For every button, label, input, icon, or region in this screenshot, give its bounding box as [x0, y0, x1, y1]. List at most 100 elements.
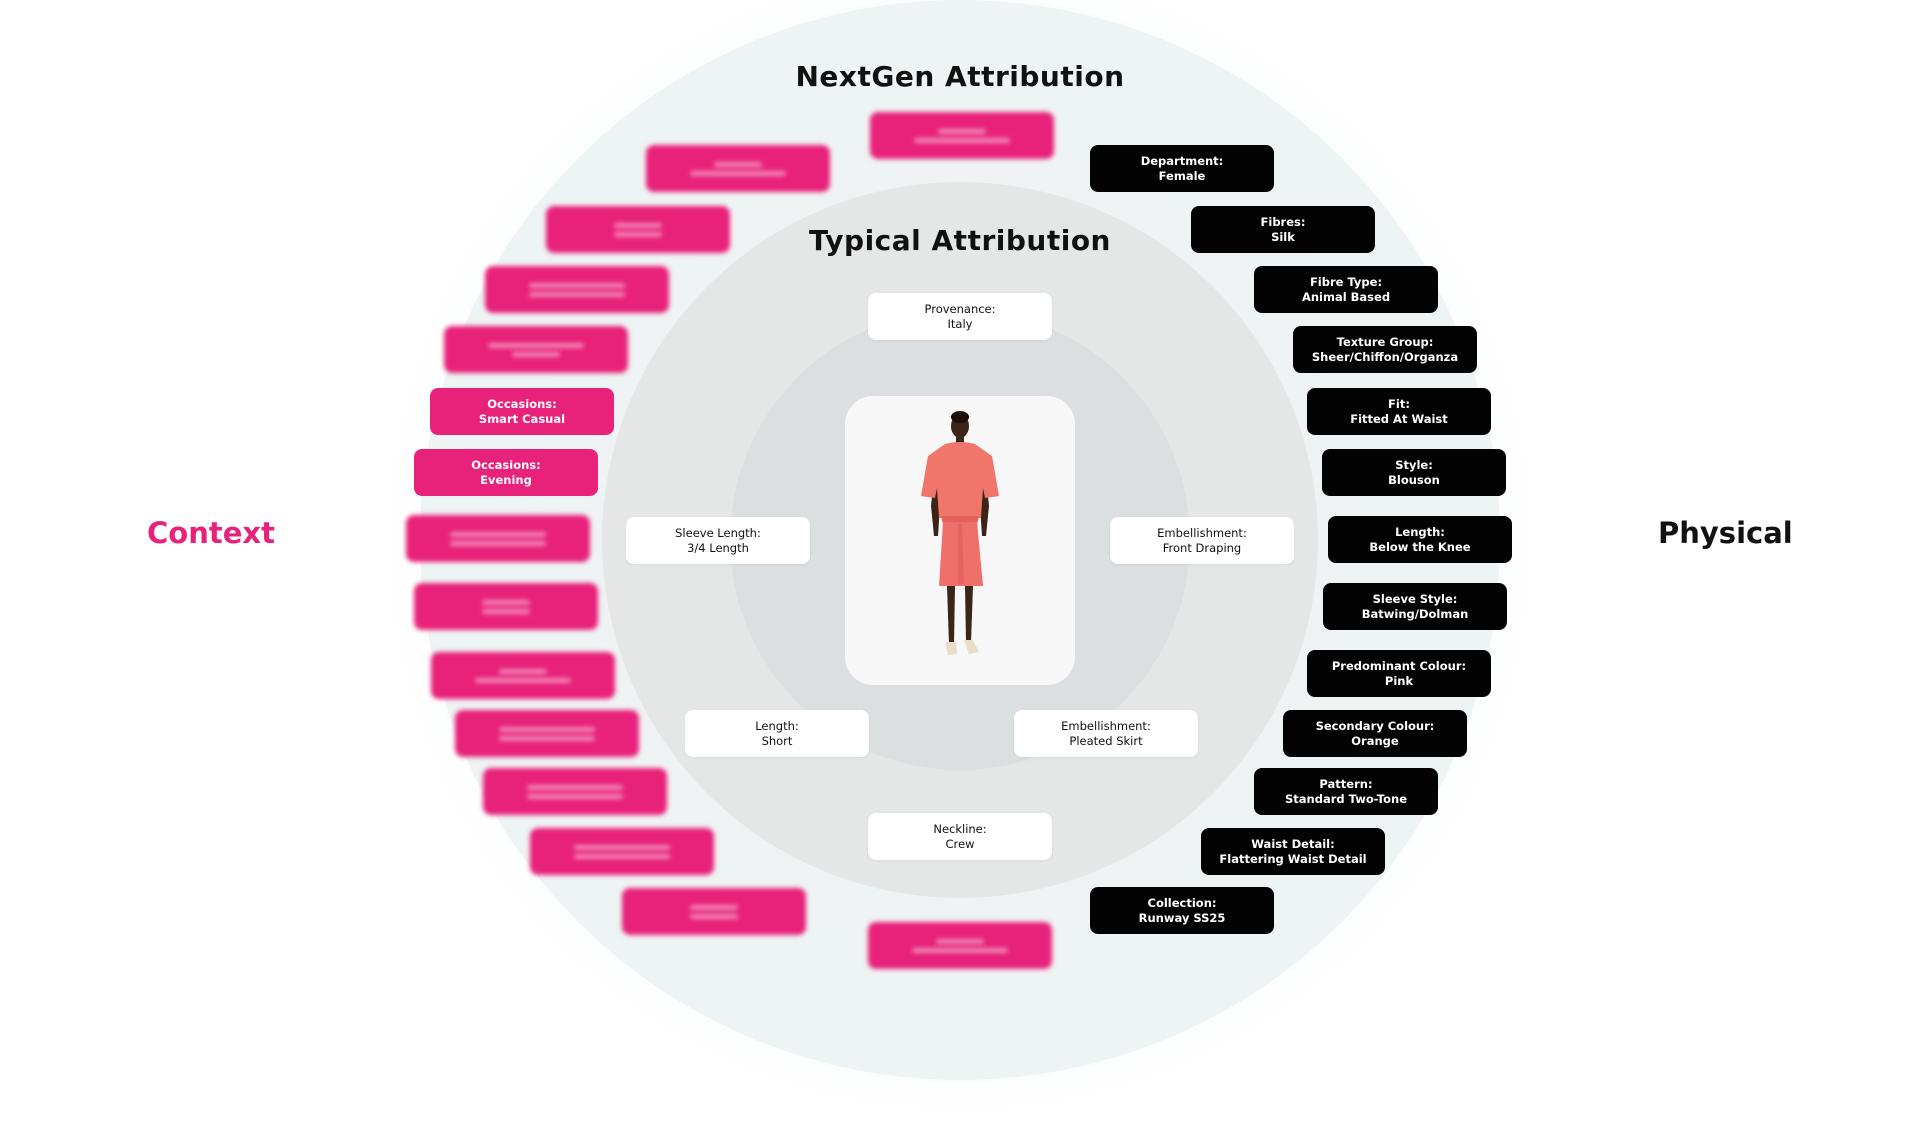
tag-label: Department:	[1140, 153, 1224, 168]
model-left-shoe	[945, 642, 957, 655]
context-tag-obscured	[485, 266, 669, 313]
typical-tag-sleeve-length: Sleeve Length: 3/4 Length	[626, 517, 810, 564]
context-tag-obscured	[483, 768, 667, 815]
tag-label: Style:	[1395, 457, 1433, 472]
tag-label: Texture Group:	[1336, 334, 1434, 349]
blurred-text-placeholder	[527, 784, 623, 790]
tag-value: 3/4 Length	[687, 540, 749, 555]
tag-value: Orange	[1351, 733, 1399, 748]
blurred-text-placeholder	[527, 793, 623, 799]
tag-value: Italy	[947, 316, 973, 331]
tag-label: Sleeve Style:	[1372, 591, 1458, 606]
tag-value: Evening	[480, 472, 532, 487]
tag-label: Waist Detail:	[1251, 836, 1335, 851]
tag-label: Embellishment:	[1061, 718, 1151, 733]
tag-label: Collection:	[1147, 895, 1217, 910]
product-image-card	[845, 396, 1075, 685]
tag-label: Length:	[1395, 524, 1445, 539]
model-wearing-pink-dress-photo	[921, 411, 999, 655]
blurred-text-placeholder	[936, 938, 984, 944]
blurred-text-placeholder	[912, 947, 1008, 953]
physical-tag-style: Style: Blouson	[1322, 449, 1506, 496]
tag-label: Pattern:	[1319, 776, 1373, 791]
blurred-text-placeholder	[488, 342, 584, 348]
model-hair	[951, 411, 969, 423]
physical-label: Physical	[1658, 516, 1793, 550]
model-right-leg	[965, 586, 973, 642]
tag-value: Below the Knee	[1369, 539, 1471, 554]
tag-value: Front Draping	[1162, 540, 1242, 555]
blurred-text-placeholder	[529, 291, 625, 297]
blurred-text-placeholder	[499, 735, 595, 741]
physical-tag-texture-group: Texture Group: Sheer/Chiffon/Organza	[1293, 326, 1477, 373]
tag-label: Provenance:	[924, 301, 996, 316]
tag-value: Batwing/Dolman	[1361, 606, 1469, 621]
blurred-text-placeholder	[512, 351, 560, 357]
tag-value: Blouson	[1388, 472, 1440, 487]
blurred-text-placeholder	[482, 608, 530, 614]
blurred-text-placeholder	[574, 844, 670, 850]
context-tag-obscured	[431, 652, 615, 699]
dress-drape-fold	[958, 524, 964, 584]
tag-value: Pink	[1384, 673, 1414, 688]
context-tag-obscured	[406, 515, 590, 562]
tag-label: Secondary Colour:	[1315, 718, 1435, 733]
tag-value: Fitted At Waist	[1350, 411, 1448, 426]
physical-tag-waist-detail: Waist Detail: Flattering Waist Detail	[1201, 828, 1385, 875]
blurred-text-placeholder	[574, 853, 670, 859]
typical-attribution-title: Typical Attribution	[809, 224, 1111, 257]
tag-value: Smart Casual	[478, 411, 566, 426]
typical-tag-provenance: Provenance: Italy	[868, 293, 1052, 340]
blurred-text-placeholder	[690, 913, 738, 919]
model-neck	[956, 436, 964, 445]
physical-tag-secondary-colour: Secondary Colour: Orange	[1283, 710, 1467, 757]
tag-value: Silk	[1271, 229, 1295, 244]
tag-value: Short	[761, 733, 793, 748]
typical-tag-embellishment-pleated: Embellishment: Pleated Skirt	[1014, 710, 1198, 757]
physical-tag-length: Length: Below the Knee	[1328, 516, 1512, 563]
context-tag-obscured	[870, 112, 1054, 159]
typical-tag-length: Length: Short	[685, 710, 869, 757]
context-tag-obscured	[546, 206, 730, 253]
context-tag-obscured	[622, 888, 806, 935]
physical-tag-collection: Collection: Runway SS25	[1090, 887, 1274, 934]
physical-tag-sleeve-style: Sleeve Style: Batwing/Dolman	[1323, 583, 1507, 630]
context-tag-obscured	[646, 145, 830, 192]
blurred-text-placeholder	[499, 726, 595, 732]
tag-value: Sheer/Chiffon/Organza	[1311, 349, 1459, 364]
dress-bodice	[921, 442, 999, 518]
physical-tag-fit: Fit: Fitted At Waist	[1307, 388, 1491, 435]
tag-label: Fit:	[1388, 396, 1410, 411]
blurred-text-placeholder	[690, 904, 738, 910]
blurred-text-placeholder	[938, 128, 986, 134]
tag-label: Occasions:	[487, 396, 557, 411]
tag-value: Flattering Waist Detail	[1219, 851, 1367, 866]
physical-tag-fibres: Fibres: Silk	[1191, 206, 1375, 253]
context-label: Context	[147, 516, 275, 550]
tag-value: Female	[1158, 168, 1206, 183]
tag-label: Neckline:	[933, 821, 987, 836]
tag-label: Fibre Type:	[1309, 274, 1383, 289]
blurred-text-placeholder	[614, 222, 662, 228]
blurred-text-placeholder	[690, 170, 786, 176]
context-tag-obscured	[414, 583, 598, 630]
context-tag-obscured	[868, 922, 1052, 969]
blurred-text-placeholder	[529, 282, 625, 288]
tag-label: Embellishment:	[1157, 525, 1247, 540]
tag-value: Standard Two-Tone	[1284, 791, 1408, 806]
context-tag-obscured	[444, 326, 628, 373]
blurred-text-placeholder	[714, 161, 762, 167]
model-right-shoe	[964, 640, 979, 654]
context-tag-occasions-evening: Occasions: Evening	[414, 449, 598, 496]
tag-value: Runway SS25	[1138, 910, 1226, 925]
physical-tag-department: Department: Female	[1090, 145, 1274, 192]
context-tag-obscured	[530, 828, 714, 875]
context-tag-obscured	[455, 710, 639, 757]
tag-label: Fibres:	[1260, 214, 1306, 229]
tag-label: Length:	[755, 718, 799, 733]
blurred-text-placeholder	[450, 540, 546, 546]
tag-label: Sleeve Length:	[675, 525, 761, 540]
blurred-text-placeholder	[482, 599, 530, 605]
tag-value: Pleated Skirt	[1069, 733, 1143, 748]
typical-tag-neckline: Neckline: Crew	[868, 813, 1052, 860]
